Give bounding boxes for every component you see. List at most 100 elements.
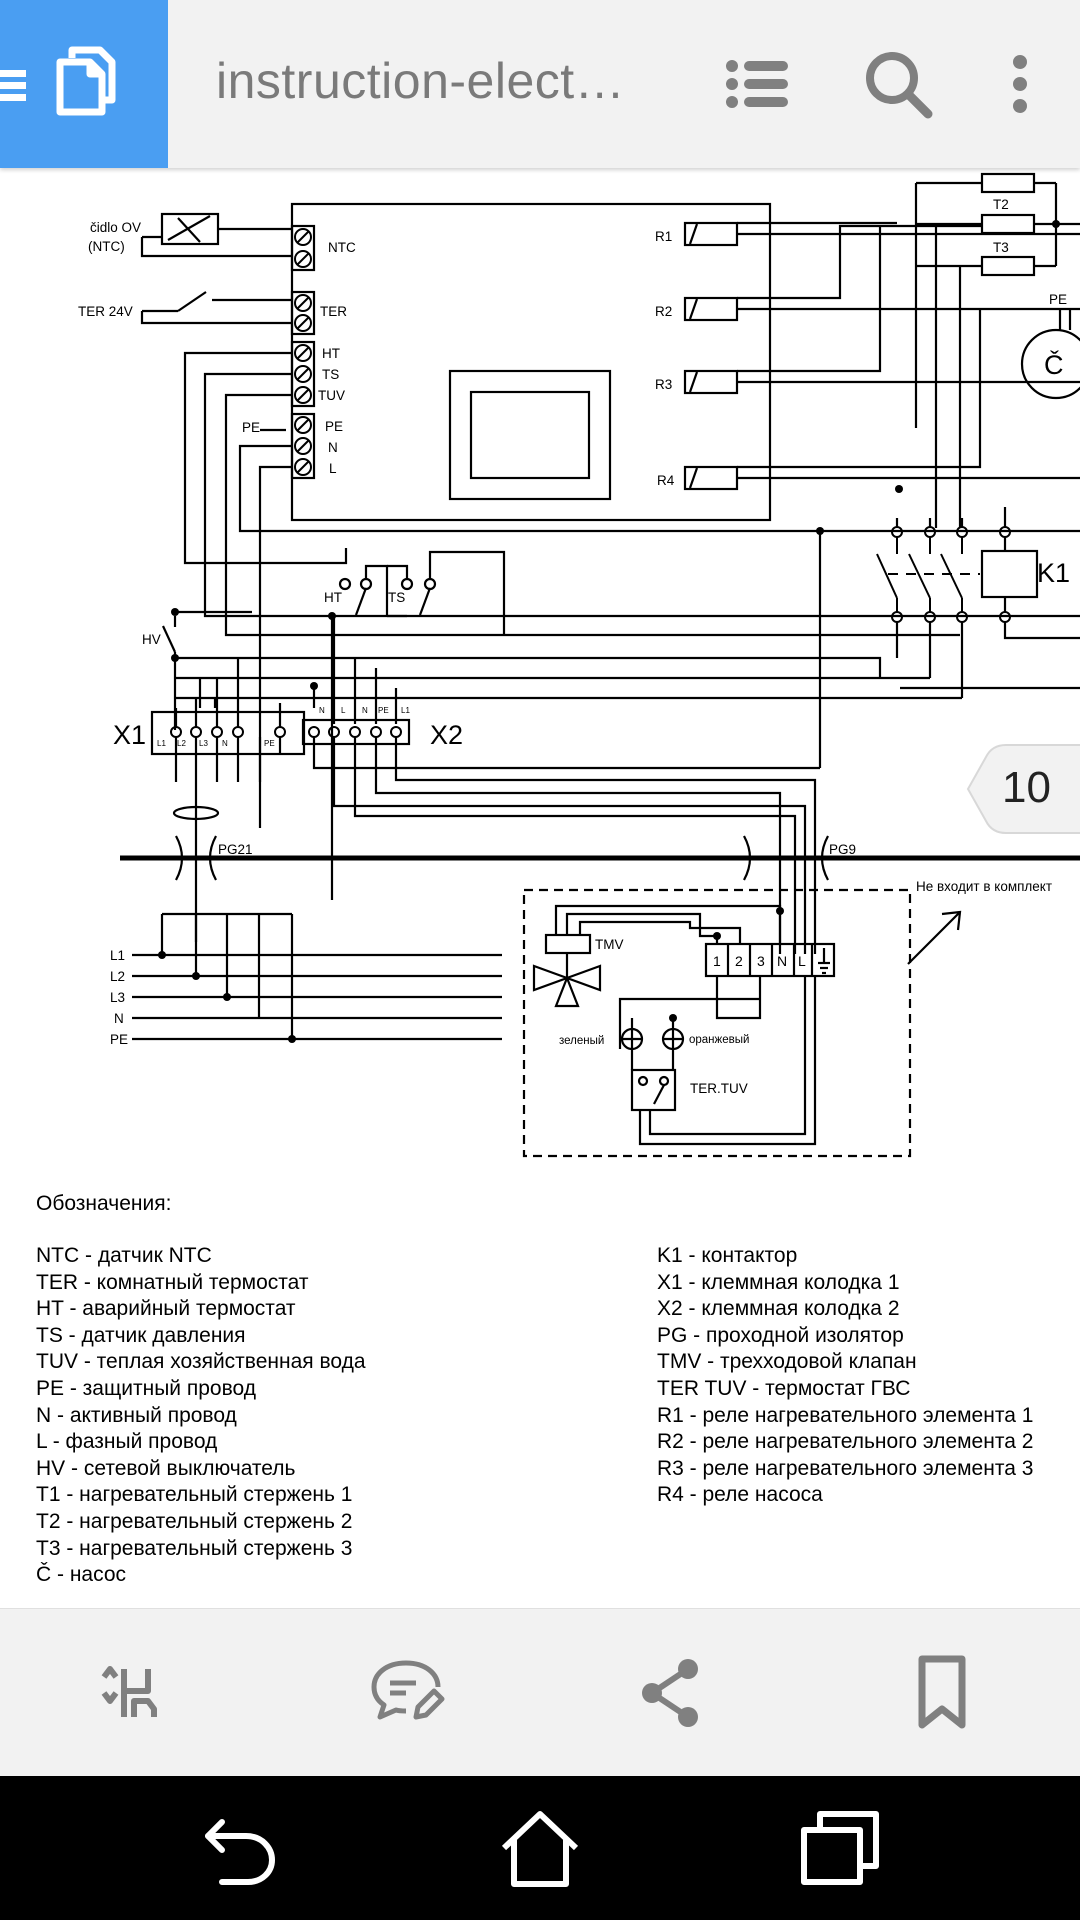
legend-right-column: K1 - контактор X1 - клеммная колодка 1 X… [657, 1243, 1033, 1509]
document-title: instruction-elect… [216, 53, 626, 109]
search-icon [866, 52, 933, 119]
recents-icon [801, 1811, 879, 1885]
hv-switch-label: HV [142, 632, 161, 647]
legend-item: PE - защитный провод [36, 1376, 256, 1400]
legend-item: R4 - реле насоса [657, 1483, 823, 1507]
reading-mode-button[interactable] [94, 1653, 174, 1733]
legend-item: TER - комнатный термостат [36, 1270, 309, 1294]
comment-button[interactable] [366, 1653, 446, 1733]
legend-item: TMV - трехходовой клапан [657, 1350, 917, 1374]
x2-pin-label: N [362, 706, 368, 715]
x2-pin-label: N [319, 706, 325, 715]
legend-item: T1 - нагревательный стержень 1 [36, 1483, 353, 1507]
legend-item: TS - датчик давления [36, 1323, 246, 1347]
terminal-label: NTC [328, 240, 356, 255]
ht-switch-label: HT [324, 590, 342, 605]
pump-pe-label: PE [1049, 292, 1067, 307]
reading-mode-icon [101, 1666, 157, 1717]
home-icon [501, 1811, 579, 1887]
terminal-label: L [329, 461, 337, 476]
back-button[interactable] [200, 1808, 280, 1888]
gland-label: PG9 [829, 842, 856, 857]
terminal-label: TUV [318, 388, 345, 403]
supply-label: N [114, 1011, 124, 1026]
x1-label: X1 [113, 720, 146, 750]
document-page[interactable]: čidlo OV (NTC) TER 24V NTC TER HT TS TUV… [0, 168, 1080, 1608]
system-navigation-bar [0, 1776, 1080, 1920]
block-pin-label: 2 [735, 953, 743, 969]
terminal-label: HT [322, 346, 340, 361]
wiring-diagram: čidlo OV (NTC) TER 24V NTC TER HT TS TUV… [78, 172, 1080, 1158]
legend-item: K1 - контактор [657, 1244, 798, 1267]
contactor-label: K1 [1037, 558, 1070, 588]
x2-pin-label: L [341, 706, 346, 715]
legend-item: X2 - клеммная колодка 2 [657, 1297, 900, 1321]
x1-pin-label: PE [264, 739, 275, 748]
x2-pin-label: L1 [401, 706, 410, 715]
legend-item: L - фазный провод [36, 1430, 218, 1454]
not-included-note: Не входит в комплект [916, 879, 1052, 894]
legend-item: N - активный провод [36, 1403, 237, 1427]
bottom-toolbar [0, 1608, 1080, 1776]
ts-switch-label: TS [388, 590, 405, 605]
legend-item: X1 - клеммная колодка 1 [657, 1270, 900, 1294]
recents-button[interactable] [800, 1808, 880, 1888]
supply-label: L3 [110, 990, 125, 1005]
block-pin-label: N [777, 953, 787, 969]
table-of-contents-button[interactable] [718, 44, 798, 124]
legend-left-column: NTC - датчик NTC TER - комнатный термост… [36, 1243, 366, 1589]
document-icon [56, 46, 116, 116]
share-icon [642, 1659, 698, 1727]
back-icon [205, 1819, 275, 1885]
ter-tuv-label: TER.TUV [690, 1081, 748, 1096]
terminal-label: TS [322, 367, 339, 382]
bookmark-icon [918, 1655, 966, 1729]
x2-pin-label: PE [378, 706, 389, 715]
share-button[interactable] [632, 1653, 712, 1733]
relay-label: R1 [655, 229, 672, 244]
supply-label: L1 [110, 948, 125, 963]
x1-pin-label: L1 [157, 739, 166, 748]
menu-icon [0, 46, 116, 116]
supply-label: L2 [110, 969, 125, 984]
legend-item: R1 - реле нагревательного элемента 1 [657, 1403, 1034, 1427]
legend-item: PG - проходной изолятор [657, 1323, 904, 1347]
x1-pin-label: L2 [177, 739, 186, 748]
block-pin-label: 1 [713, 953, 721, 969]
legend-item: NTC - датчик NTC [36, 1244, 212, 1267]
bookmark-button[interactable] [902, 1653, 982, 1733]
home-button[interactable] [500, 1808, 580, 1888]
app-bar: instruction-elect… [0, 0, 1080, 168]
pump-symbol: Č [1044, 349, 1064, 380]
supply-label: PE [110, 1032, 128, 1047]
more-options-button[interactable] [980, 44, 1060, 124]
block-pin-label: L [798, 953, 806, 969]
legend-item: R3 - реле нагревательного элемента 3 [657, 1456, 1034, 1480]
terminal-label: PE [325, 419, 343, 434]
relay-label: R4 [657, 473, 675, 488]
terminal-label: N [328, 440, 338, 455]
heater-label: T3 [993, 240, 1009, 255]
legend-item: TUV - теплая хозяйственная вода [36, 1350, 366, 1374]
legend-item: T3 - нагревательный стержень 3 [36, 1536, 353, 1560]
more-vert-icon [1013, 55, 1027, 113]
search-button[interactable] [858, 44, 938, 124]
heater-label: T2 [993, 197, 1009, 212]
x1-pin-label: N [222, 739, 228, 748]
nav-drawer-button[interactable] [0, 0, 168, 168]
tmv-label: TMV [595, 937, 624, 952]
terminal-label: TER [320, 304, 347, 319]
gland-label: PG21 [218, 842, 253, 857]
relay-label: R2 [655, 304, 672, 319]
ter24-label: TER 24V [78, 304, 133, 319]
block-pin-label: 3 [757, 953, 765, 969]
page-number: 10 [1002, 763, 1051, 812]
list-icon [726, 60, 788, 108]
pe-label: PE [242, 420, 260, 435]
orange-lamp-label: оранжевый [689, 1034, 749, 1046]
legend-item: T2 - нагревательный стержень 2 [36, 1509, 353, 1533]
comment-icon [371, 1660, 445, 1720]
legend-item: Č - насос [36, 1563, 127, 1587]
sensor-label: čidlo OV [90, 220, 141, 235]
page-number-indicator[interactable]: 10 [966, 743, 1080, 835]
